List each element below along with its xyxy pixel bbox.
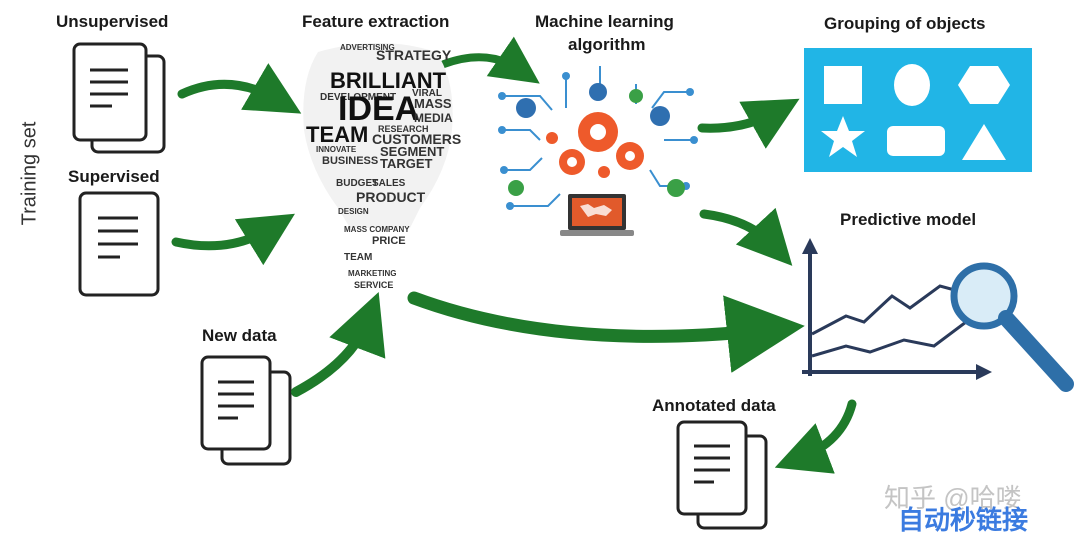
- ml-algorithm-illustration: [498, 66, 698, 236]
- word-marketing: MARKETING: [348, 269, 396, 278]
- word-customers: CUSTOMERS: [372, 131, 461, 147]
- word-design: DESIGN: [338, 207, 369, 216]
- magnifier-icon: [950, 262, 1074, 392]
- oval-shape: [894, 64, 930, 106]
- label-grouping-of-objects: Grouping of objects: [824, 14, 986, 33]
- node-icon: [629, 89, 643, 103]
- word-price: PRICE: [372, 235, 406, 247]
- word-business: BUSINESS: [322, 155, 378, 167]
- arrow-unsupervised-to-feature: [177, 63, 302, 114]
- lightbulb-word-cloud: ADVERTISING STRATEGY BRILLIANT DEVELOPME…: [303, 43, 461, 290]
- flow-arrows: [171, 36, 857, 474]
- document-icon-supervised: [78, 191, 160, 297]
- word-service: SERVICE: [354, 280, 393, 290]
- word-segment: SEGMENT: [380, 144, 444, 159]
- word-company: MASS COMPANY: [344, 225, 410, 234]
- gear-icon-medium: [616, 142, 644, 170]
- word-media: MEDIA: [414, 111, 453, 125]
- arrow-feature-to-predictive: [407, 291, 805, 373]
- globe-icon: [589, 83, 607, 101]
- document-icon-new-data: [200, 355, 292, 466]
- star-shape: [821, 116, 865, 157]
- label-feature-extraction: Feature extraction: [302, 12, 450, 31]
- arrow-ml-to-predictive: [699, 207, 793, 266]
- watermark-line2: 自动秒链接: [898, 505, 1029, 535]
- arrow-ml-to-grouping: [697, 98, 800, 149]
- cloud-icon: [516, 98, 536, 118]
- word-budget: BUDGET: [336, 178, 378, 189]
- laptop-icon: [560, 194, 634, 236]
- rounded-rectangle-shape: [887, 126, 945, 156]
- settings-icon: [650, 106, 670, 126]
- word-idea: IDEA: [338, 90, 419, 128]
- arrow-predictive-to-annotated: [774, 399, 857, 474]
- word-viral: VIRAL: [412, 88, 442, 99]
- square-shape: [824, 66, 862, 104]
- predictive-model-chart: [802, 238, 1074, 392]
- word-innovate: INNOVATE: [316, 145, 357, 154]
- word-brilliant: BRILLIANT: [330, 68, 447, 93]
- triangle-shape: [962, 124, 1006, 160]
- arrow-supervised-to-feature: [171, 213, 295, 266]
- gear-icon-green: [667, 179, 685, 197]
- word-development: DEVELOPMENT: [320, 92, 396, 103]
- bulb-icon: [508, 180, 524, 196]
- word-team: TEAM: [306, 122, 368, 147]
- word-advertising: ADVERTISING: [340, 43, 395, 52]
- word-team-small: TEAM: [344, 252, 372, 263]
- word-strategy: STRATEGY: [376, 47, 452, 63]
- grouping-of-objects-panel: [804, 48, 1032, 172]
- label-ml-algorithm-line2: algorithm: [568, 35, 646, 54]
- hexagon-shape: [958, 66, 1010, 104]
- word-product: PRODUCT: [356, 189, 426, 205]
- gear-icon-small: [559, 149, 585, 175]
- label-new-data: New data: [202, 326, 277, 345]
- arrow-newdata-to-feature: [291, 291, 386, 397]
- label-supervised: Supervised: [68, 167, 160, 186]
- word-sales: SALES: [372, 178, 406, 189]
- document-icon-annotated-data: [676, 420, 768, 530]
- gear-icon-large: [578, 112, 618, 152]
- arrow-feature-to-ml: [440, 36, 540, 84]
- word-mass: MASS: [414, 96, 452, 111]
- label-predictive-model: Predictive model: [840, 210, 977, 229]
- label-unsupervised: Unsupervised: [56, 12, 169, 31]
- word-research: RESEARCH: [378, 124, 429, 134]
- watermark-line1: 知乎 @哈喽: [884, 483, 1022, 513]
- label-annotated-data: Annotated data: [652, 396, 776, 415]
- word-target: TARGET: [380, 156, 433, 171]
- document-icon-unsupervised: [72, 42, 166, 154]
- label-ml-algorithm-line1: Machine learning: [535, 12, 674, 31]
